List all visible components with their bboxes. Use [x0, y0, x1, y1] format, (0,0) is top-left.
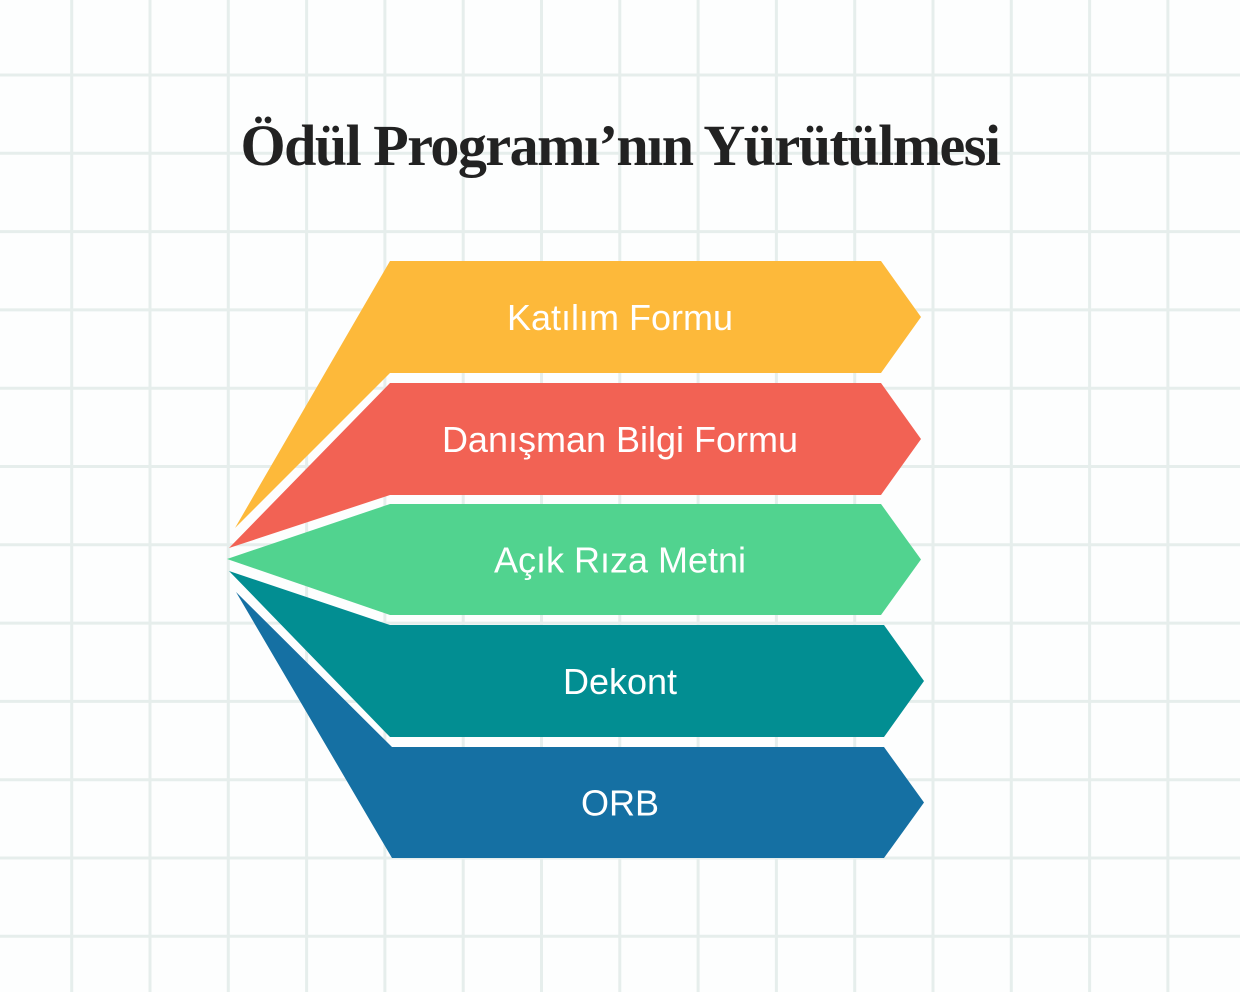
step-4: Dekont	[229, 571, 924, 737]
step-1: Katılım Formu	[235, 261, 921, 528]
step-3: Açık Rıza Metni	[227, 504, 921, 615]
step-arrow-shape	[235, 261, 921, 528]
step-2: Danışman Bilgi Formu	[229, 383, 921, 548]
step-arrow-shape	[236, 592, 924, 858]
page-title: Ödül Programı’nın Yürütülmesi	[240, 113, 1001, 178]
step-label: Açık Rıza Metni	[494, 540, 746, 581]
step-label: ORB	[581, 783, 659, 824]
step-5: ORB	[236, 592, 924, 858]
step-arrow-shape	[229, 571, 924, 737]
step-label: Danışman Bilgi Formu	[442, 419, 798, 460]
step-arrow-shape	[229, 383, 921, 548]
step-label: Katılım Formu	[507, 297, 733, 338]
step-arrow-shape	[227, 504, 921, 615]
step-label: Dekont	[563, 661, 677, 702]
